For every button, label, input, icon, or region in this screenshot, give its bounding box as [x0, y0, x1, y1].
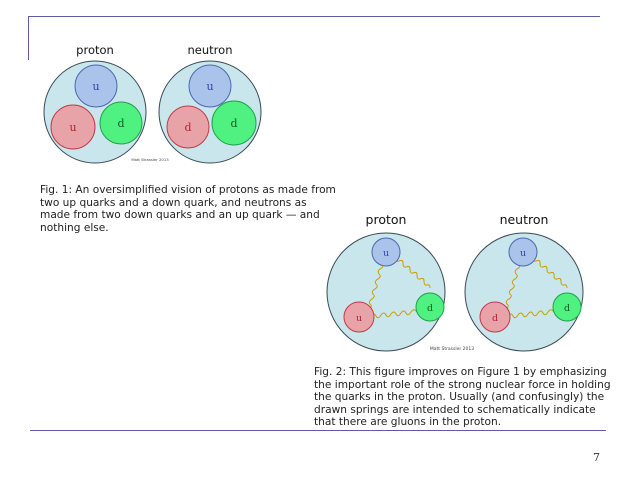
fig2-neutron: u d d — [464, 232, 584, 352]
fig1-neutron-label: neutron — [188, 43, 233, 57]
fig2-proton-quark-right-label: d — [427, 303, 433, 314]
fig2-proton-quark-left-label: u — [356, 313, 362, 324]
fig2-neutron-spring-top-right — [530, 257, 568, 289]
fig1-neutron-quark-left-label: d — [184, 121, 191, 134]
fig1-proton-label: proton — [76, 43, 114, 57]
fig1-neutron-quark-right — [211, 100, 257, 146]
fig2-neutron-spring-top-left — [505, 259, 522, 310]
fig2-proton-label: proton — [366, 212, 407, 227]
fig1-proton-quark-right-label: d — [117, 117, 124, 130]
fig1-proton-quark-top-label: u — [92, 80, 99, 93]
fig2-neutron-quark-top-label: u — [520, 248, 526, 259]
fig2-proton-spring-bottom — [370, 308, 421, 319]
bottom-rule — [30, 430, 606, 431]
figure-2: proton neutron u u d u d d Matt Strassle… — [326, 212, 584, 352]
figure-2-caption: Fig. 2: This figure improves on Figure 1… — [314, 366, 611, 429]
fig1-proton: u u d — [43, 60, 147, 164]
page-number: 7 — [593, 451, 600, 464]
fig2-neutron-quark-left — [479, 301, 511, 333]
top-rule-tick — [28, 16, 29, 60]
fig1-credit: Matt Strassler 2013 — [131, 157, 169, 162]
fig2-proton-quark-left — [343, 301, 375, 333]
fig2-proton-quark-top-label: u — [383, 248, 389, 259]
fig2-neutron-quark-left-label: d — [492, 313, 498, 324]
fig1-neutron-quark-right-label: d — [230, 117, 237, 130]
fig2-proton-quark-top — [371, 237, 401, 267]
fig1-neutron: u d d — [158, 60, 262, 164]
fig2-proton-quark-right — [415, 292, 445, 322]
top-rule — [28, 16, 600, 17]
figure-1-caption: Fig. 1: An oversimplified vision of prot… — [40, 184, 336, 234]
fig1-proton-quark-top — [74, 64, 118, 108]
fig1-proton-quark-left — [50, 104, 96, 150]
fig2-proton-spring-top-right — [393, 257, 431, 289]
figure-1: proton neutron u u d u d d Matt Strassle… — [43, 43, 262, 164]
fig1-neutron-quark-top-label: u — [206, 80, 213, 93]
fig1-neutron-quark-left — [166, 105, 210, 149]
fig1-proton-quark-left-label: u — [69, 121, 76, 134]
fig2-neutron-quark-right — [552, 292, 582, 322]
fig1-neutron-quark-top — [188, 64, 232, 108]
fig2-neutron-quark-right-label: d — [564, 303, 570, 314]
fig2-proton-spring-top-left — [368, 259, 385, 310]
fig2-credit: Matt Strassler 2013 — [430, 346, 474, 352]
fig2-neutron-quark-top — [508, 237, 538, 267]
fig1-proton-quark-right — [99, 101, 143, 145]
fig2-neutron-spring-bottom — [507, 308, 558, 319]
fig2-neutron-label: neutron — [500, 212, 549, 227]
fig2-proton: u u d — [326, 232, 446, 352]
